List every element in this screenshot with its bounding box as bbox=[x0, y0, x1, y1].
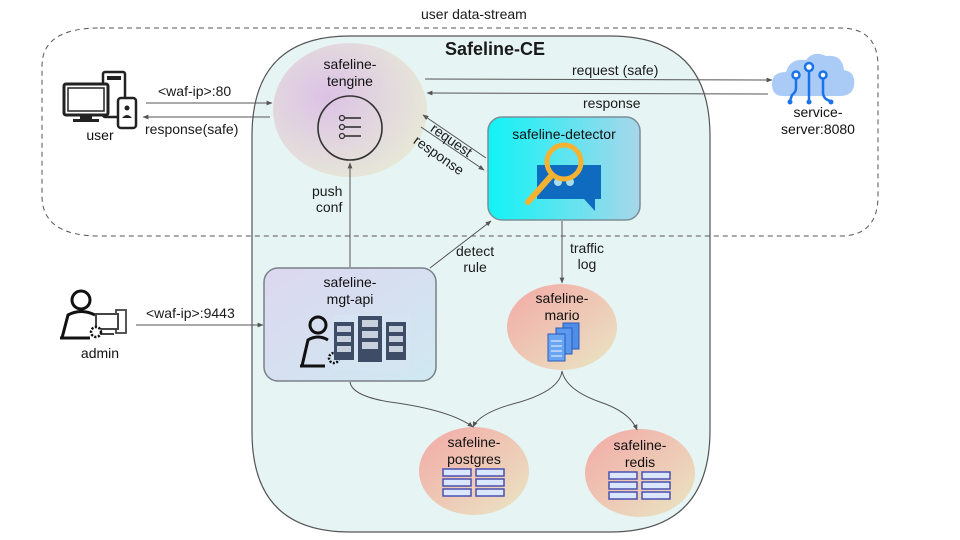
mgt-api-label-line2: mgt-api bbox=[326, 291, 374, 307]
mario-bubble bbox=[507, 284, 617, 370]
search-chat-icon bbox=[525, 142, 601, 211]
edge-service-to-tengine bbox=[426, 90, 769, 96]
redis-label-line2: redis bbox=[624, 454, 656, 470]
devices-icon bbox=[62, 70, 138, 130]
edge-label-waf-9443: <waf-ip>:9443 bbox=[146, 305, 235, 321]
user-data-stream-label: user data-stream bbox=[421, 6, 527, 22]
conf-text: conf bbox=[315, 199, 343, 215]
server-rack-icon bbox=[608, 471, 671, 500]
tengine-node[interactable]: safeline- tengine bbox=[300, 56, 400, 90]
mgt-api-node[interactable]: safeline- mgt-api bbox=[300, 274, 400, 308]
service-label-line2: server:8080 bbox=[781, 121, 855, 137]
detect-text: detect bbox=[456, 243, 495, 259]
edge-label-push-conf: push conf bbox=[312, 183, 342, 215]
edge-mario-to-redis bbox=[561, 370, 638, 431]
edge-detector-to-tengine bbox=[420, 126, 485, 171]
traffic-text: traffic bbox=[570, 240, 604, 256]
edge-mgt-to-postgres bbox=[349, 381, 474, 428]
server-rack-icon bbox=[442, 468, 505, 497]
edge-label-detect-rule: detect rule bbox=[456, 243, 494, 275]
edge-tengine-to-service bbox=[424, 77, 773, 83]
service-server-node[interactable]: service- server:8080 bbox=[768, 104, 868, 138]
safeline-ce-title: Safeline-CE bbox=[445, 39, 546, 59]
postgres-label-line1: safeline- bbox=[447, 434, 501, 450]
tengine-label-line2: tengine bbox=[327, 73, 373, 89]
user-node[interactable]: user bbox=[86, 127, 114, 143]
edge-mario-to-postgres bbox=[472, 370, 563, 428]
mgt-api-label-line1: safeline- bbox=[323, 274, 377, 290]
documents-icon bbox=[547, 322, 580, 362]
tengine-bubble bbox=[273, 43, 427, 177]
mario-label-line2: mario bbox=[544, 307, 580, 323]
push-text: push bbox=[312, 183, 343, 199]
admin-workstation-icon bbox=[60, 289, 127, 340]
mario-label-line1: safeline- bbox=[535, 290, 589, 306]
postgres-label-line2: postgres bbox=[447, 451, 501, 467]
service-label-line1: service- bbox=[793, 104, 843, 120]
tengine-label-line1: safeline- bbox=[323, 56, 377, 72]
edge-label-request-safe: request (safe) bbox=[572, 62, 659, 78]
edge-label-response-safe: response(safe) bbox=[145, 121, 239, 137]
edge-tengine-to-detector bbox=[422, 114, 487, 159]
edge-mgt-to-detector bbox=[429, 220, 492, 269]
postgres-node[interactable]: safeline- postgres bbox=[424, 434, 524, 468]
redis-node[interactable]: safeline- redis bbox=[590, 437, 690, 471]
rule-text: rule bbox=[463, 259, 487, 275]
edge-label-traffic-log: traffic log bbox=[570, 240, 604, 272]
list-icon bbox=[317, 95, 383, 161]
admin-node[interactable]: admin bbox=[80, 345, 120, 361]
redis-label-line1: safeline- bbox=[613, 437, 667, 453]
edge-label-waf-80: <waf-ip>:80 bbox=[158, 83, 232, 99]
edge-label-service-response: response bbox=[583, 95, 641, 111]
detector-node[interactable]: safeline-detector bbox=[512, 126, 616, 142]
mario-node[interactable]: safeline- mario bbox=[512, 290, 612, 324]
user-data-stream-region bbox=[41, 27, 879, 237]
log-text: log bbox=[577, 256, 597, 272]
admin-servers-icon bbox=[300, 315, 410, 370]
cloud-network-icon bbox=[772, 53, 855, 105]
